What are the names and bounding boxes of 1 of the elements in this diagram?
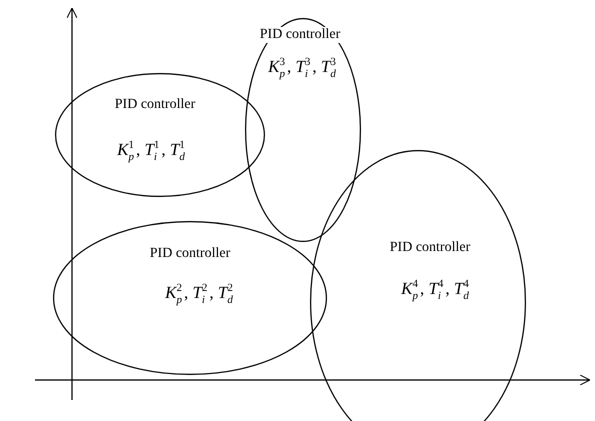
controller-label: PID controller [258, 27, 342, 43]
